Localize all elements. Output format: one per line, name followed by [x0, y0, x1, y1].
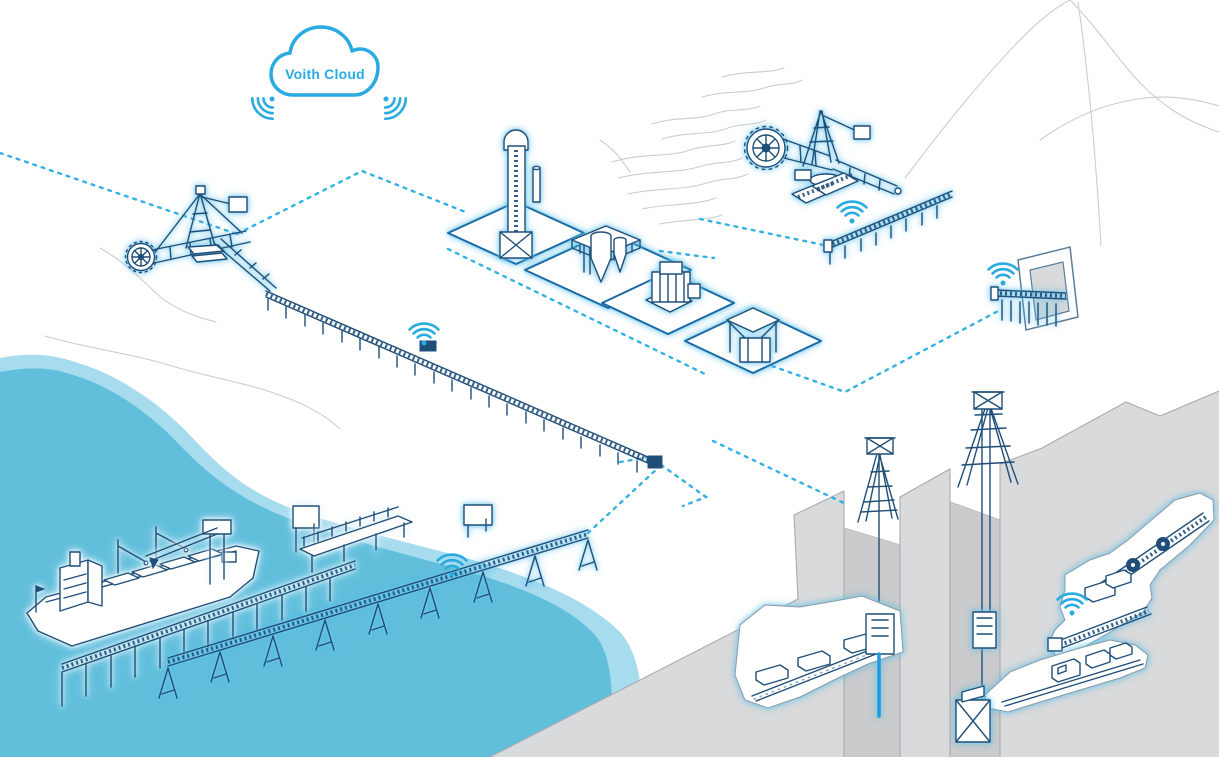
link-plant-east	[658, 249, 716, 260]
mine-portal-conveyor	[990, 286, 1067, 327]
link-junction-headframe	[711, 439, 850, 507]
headframe-west	[857, 437, 899, 523]
standpipe	[532, 167, 541, 203]
rock-edge	[489, 390, 1219, 757]
belt-tail-station	[1047, 637, 1063, 652]
coastline-sketch	[44, 247, 341, 430]
mountain-ridge-sketch	[904, 0, 1219, 247]
funnel	[69, 551, 81, 567]
conveyor-legs	[267, 298, 638, 473]
transfer-tower	[292, 505, 320, 553]
mine-face-conveyor	[823, 190, 953, 265]
export-terminal	[26, 504, 598, 707]
cargo-hatch	[131, 564, 168, 578]
hoist-cable-east	[981, 408, 991, 701]
link-plant-portal	[770, 307, 1004, 394]
headframe-east	[957, 391, 1019, 488]
stacker-reclaimer	[124, 185, 277, 292]
counterweight	[228, 196, 248, 213]
superstructure	[59, 559, 89, 612]
mine-cart	[797, 650, 831, 672]
bucket-elevator	[499, 129, 541, 259]
approach-conveyor	[158, 504, 598, 699]
mine-cart	[1109, 642, 1133, 660]
transfer-house	[463, 504, 493, 526]
link-plant-south	[446, 247, 707, 376]
crusher	[645, 261, 701, 313]
cloud-wifi-right-icon	[372, 85, 412, 125]
cyclone-classifier	[571, 225, 641, 283]
counterweight	[853, 125, 871, 140]
underground-belt-lower	[1057, 606, 1152, 649]
cyclone-cone	[590, 236, 612, 283]
underground-conveyor-drift	[1047, 492, 1215, 656]
ship-loader	[145, 519, 232, 585]
conveyor-legs	[829, 205, 938, 265]
station-hopper	[961, 685, 985, 703]
open-pit-bench-sketch	[599, 67, 803, 225]
cloud-label: Voith Cloud	[285, 66, 365, 82]
link-plant-excavator	[698, 217, 835, 249]
conveyor-legs	[1001, 299, 1057, 327]
shaft-skip-east	[972, 611, 997, 649]
mine-portal	[1017, 246, 1079, 331]
elevated-walkway	[299, 506, 413, 573]
link-conveyor-junction	[618, 455, 709, 508]
underground-rail-drift	[734, 595, 904, 718]
shaft-east-loading-station	[955, 611, 997, 743]
mine-cart	[755, 664, 789, 686]
loading-chute	[149, 557, 159, 570]
mine-cart	[1085, 649, 1111, 669]
pier-conveyor	[61, 560, 356, 707]
cloud-wifi-left-icon	[246, 85, 286, 125]
link-stacker-plant	[235, 169, 470, 236]
cab	[794, 169, 812, 181]
wifi-face-conveyor-icon	[836, 200, 868, 225]
underground-train-drift	[984, 639, 1149, 713]
pier-piles	[61, 577, 331, 707]
overland-conveyor	[265, 290, 663, 473]
belt-discharge	[647, 455, 663, 469]
telemetry-dotted-links	[0, 151, 1004, 535]
cargo-hatch	[159, 556, 196, 570]
trestle-bents	[158, 539, 598, 699]
underground-truck	[1105, 569, 1132, 589]
cyclone-cone-small	[613, 240, 627, 273]
link-west-edge-stacker	[0, 151, 239, 236]
underground-rock-section	[489, 390, 1219, 757]
hopper-feeder	[726, 307, 780, 363]
mine-rail	[1001, 659, 1144, 707]
cargo-hatch	[103, 572, 140, 586]
water-deep	[0, 368, 613, 757]
link-port-conveyor	[586, 466, 660, 535]
cloud-shape	[269, 25, 380, 97]
bulk-carrier-ship	[26, 526, 260, 647]
bucket-wheel-excavator	[743, 110, 902, 204]
wifi-portal-conveyor-icon	[987, 262, 1019, 287]
crusher-motor	[687, 283, 701, 299]
processing-plant	[447, 129, 822, 374]
voith-cloud: Voith Cloud	[246, 25, 412, 125]
shaft-skip-west	[865, 613, 895, 655]
